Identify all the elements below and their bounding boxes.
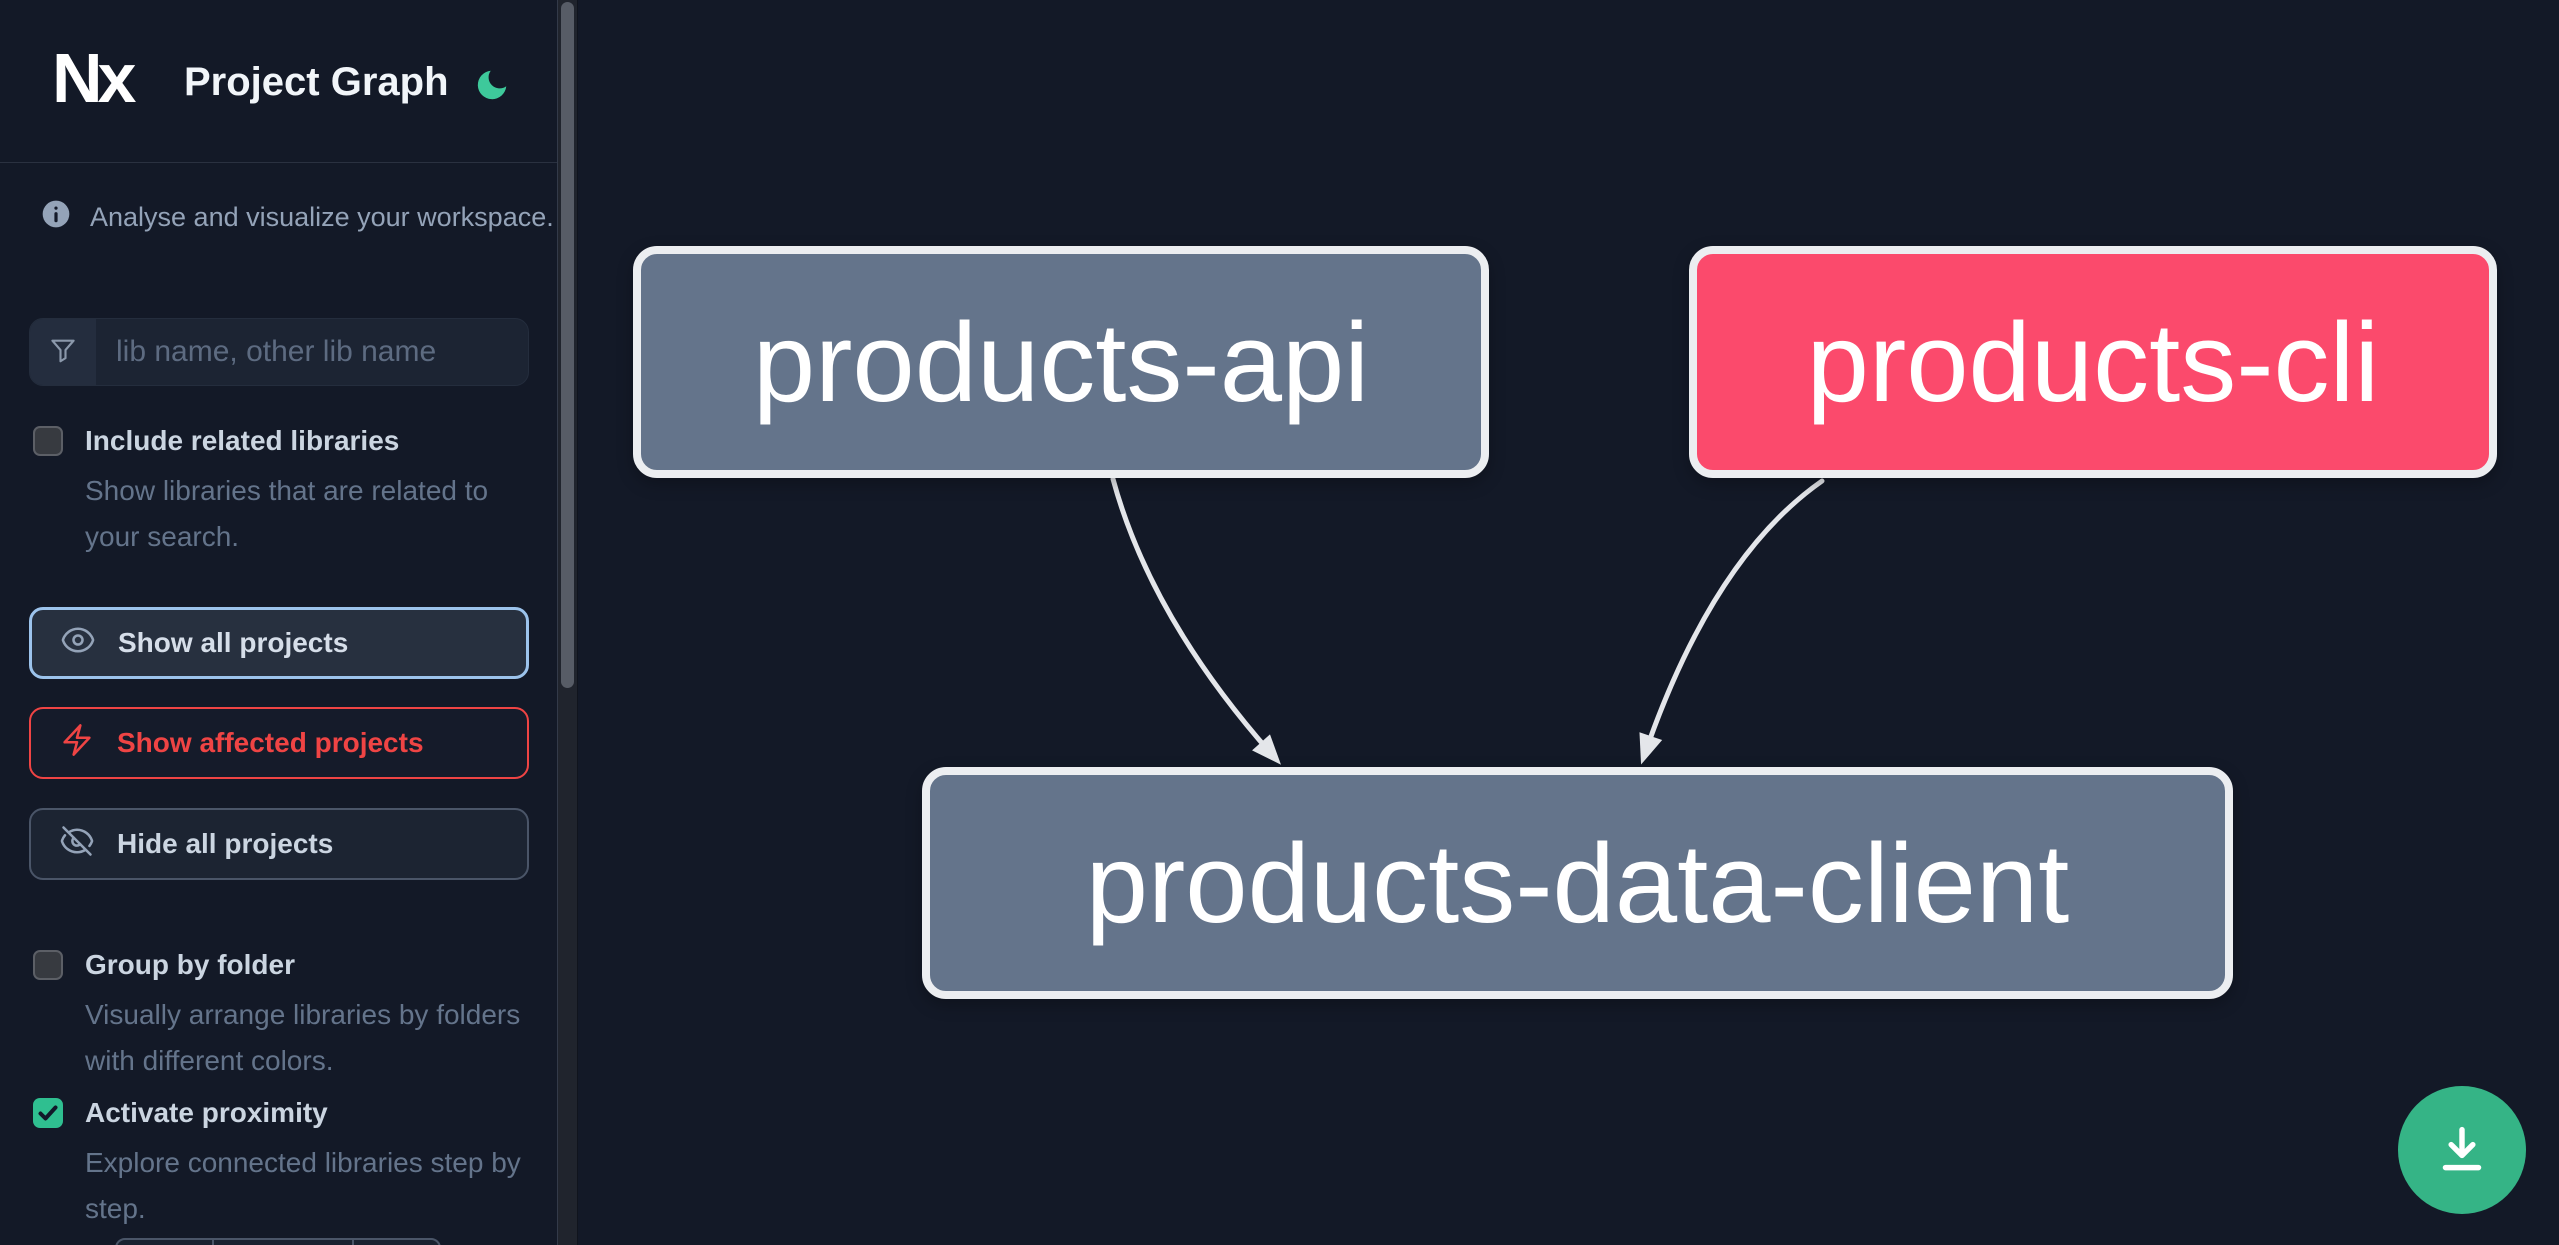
node-products-data-client-label: products-data-client (1085, 820, 2070, 946)
activate-proximity-checkbox[interactable] (33, 1098, 63, 1128)
node-products-api[interactable]: products-api (633, 246, 1489, 478)
tagline-text: Analyse and visualize your workspace. (90, 202, 554, 232)
include-related-group: Include related libraries Show libraries… (33, 424, 533, 560)
include-related-checkbox[interactable] (33, 426, 63, 456)
include-related-label: Include related libraries (85, 425, 400, 456)
hide-all-projects-label: Hide all projects (117, 828, 334, 859)
eye-slash-icon (59, 823, 95, 866)
search-field (29, 318, 529, 386)
download-icon (2431, 1118, 2493, 1183)
show-all-projects-button[interactable]: Show all projects (29, 607, 529, 679)
activate-proximity-group: Activate proximity Explore connected lib… (33, 1096, 533, 1232)
sidebar-scrollbar-track (557, 0, 578, 1245)
theme-toggle-button[interactable] (472, 66, 512, 106)
page-title: Project Graph (184, 60, 449, 104)
eye-icon (60, 622, 96, 665)
funnel-icon (48, 335, 78, 370)
group-by-folder-label: Group by folder (85, 949, 295, 980)
moon-icon (473, 70, 511, 107)
info-icon (40, 198, 72, 237)
stepper-increment[interactable] (352, 1240, 439, 1245)
hide-all-projects-button[interactable]: Hide all projects (29, 808, 529, 880)
show-affected-projects-label: Show affected projects (117, 727, 424, 758)
show-all-projects-label: Show all projects (118, 627, 349, 658)
sidebar: Nx Project Graph Analyse and visualize y… (0, 0, 557, 1245)
node-products-data-client[interactable]: products-data-client (922, 767, 2233, 999)
search-input[interactable] (96, 319, 528, 385)
node-products-cli[interactable]: products-cli (1689, 246, 2497, 478)
show-affected-projects-button[interactable]: Show affected projects (29, 707, 529, 779)
activate-proximity-label: Activate proximity (85, 1097, 328, 1128)
group-by-folder-group: Group by folder Visually arrange librari… (33, 948, 533, 1084)
edge-products-api-to-data-client (1110, 476, 1281, 765)
tagline-row: Analyse and visualize your workspace. (40, 198, 554, 237)
nx-logo: Nx (52, 39, 137, 117)
search-icon-cell (30, 319, 96, 385)
activate-proximity-description: Explore connected libraries step by step… (85, 1147, 521, 1224)
sidebar-header: Nx Project Graph (0, 0, 557, 163)
download-image-button[interactable] (2398, 1086, 2526, 1214)
group-by-folder-description: Visually arrange libraries by folders wi… (85, 999, 521, 1076)
stepper-value (212, 1240, 352, 1245)
node-products-api-label: products-api (752, 299, 1370, 425)
graph-canvas[interactable] (578, 0, 2559, 1245)
bolt-icon (59, 722, 95, 765)
edge-products-cli-to-data-client (1639, 478, 1825, 765)
node-products-cli-label: products-cli (1806, 299, 2380, 425)
group-by-folder-checkbox[interactable] (33, 950, 63, 980)
sidebar-scrollbar-thumb[interactable] (561, 2, 574, 688)
include-related-description: Show libraries that are related to your … (85, 475, 489, 552)
